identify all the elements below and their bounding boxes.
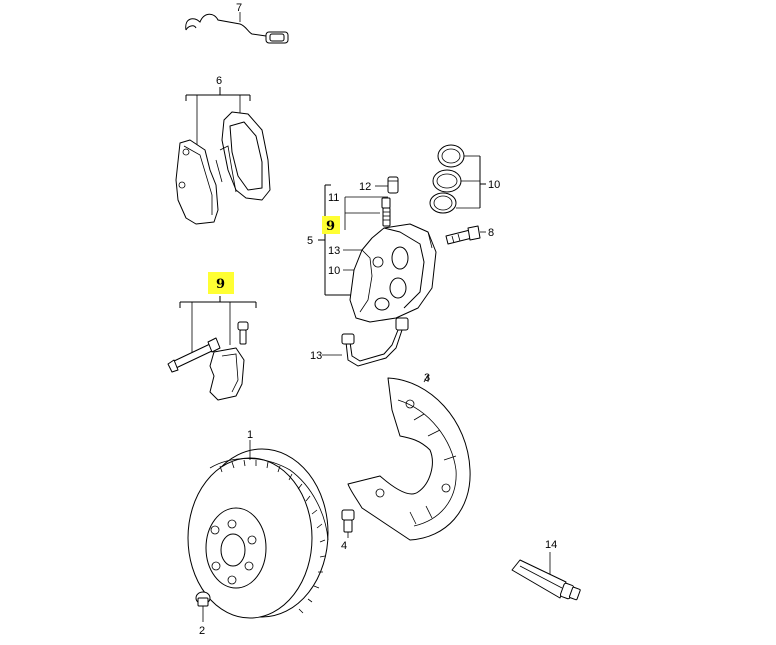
label-12: 12 (359, 181, 371, 193)
label-7: 7 (236, 2, 242, 14)
label-9-kit: 9 (216, 277, 225, 292)
label-8: 8 (488, 227, 494, 239)
seal-rings (429, 144, 486, 214)
brake-pad-bracket-6 (185, 87, 251, 150)
brake-disc-1 (187, 440, 329, 619)
kit-bracket-9 (179, 296, 257, 355)
label-4: 4 (341, 540, 347, 552)
highlight-9-kit (208, 272, 234, 294)
label-9-caliper: 9 (326, 219, 335, 234)
label-13-line: 13 (310, 350, 322, 362)
bleed-cap-12 (375, 176, 399, 194)
label-13-caliper: 13 (328, 245, 340, 257)
label-10-caliper: 10 (328, 265, 340, 277)
shield-bolt-4 (341, 509, 355, 538)
label-10-rings: 10 (488, 179, 500, 191)
disc-screw-2 (195, 591, 211, 622)
brake-line-13 (322, 317, 409, 367)
label-11: 11 (328, 192, 339, 204)
brake-pad-left (175, 139, 219, 225)
label-14: 14 (545, 539, 557, 551)
bleeder-screw-11 (381, 197, 391, 227)
small-bolt (237, 321, 249, 345)
label-3: 3 (424, 372, 430, 384)
guide-pin (167, 337, 221, 373)
highlight-9-caliper (322, 216, 340, 234)
grease-tube-14 (511, 552, 581, 601)
label-1: 1 (247, 429, 253, 441)
caliper-bolt-8 (445, 225, 486, 245)
label-5: 5 (307, 235, 313, 247)
label-2: 2 (199, 625, 205, 637)
label-6: 6 (216, 75, 222, 87)
wear-sensor-cable (185, 12, 289, 44)
brake-pad-right (215, 111, 271, 201)
retaining-spring (209, 347, 245, 401)
dust-shield-3 (347, 374, 471, 541)
caliper-body (349, 223, 437, 323)
